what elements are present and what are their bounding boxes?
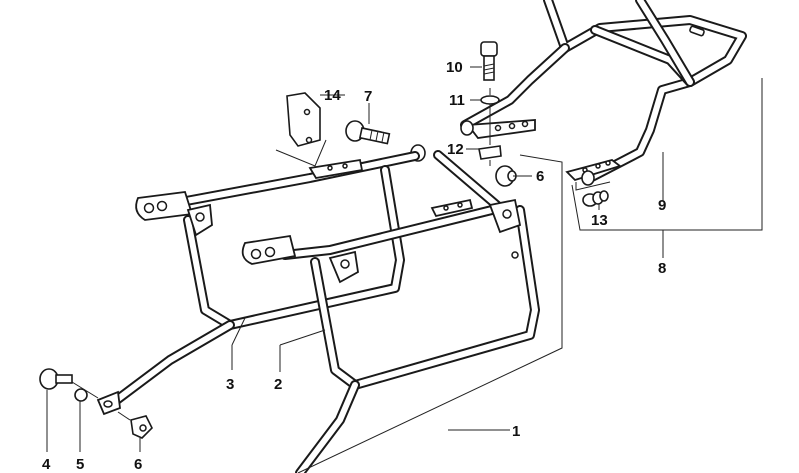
callout-1: 1 <box>512 423 520 440</box>
bolt-7 <box>345 120 391 145</box>
bolt-10 <box>480 41 498 81</box>
callout-12: 12 <box>447 141 464 158</box>
callout-6-bottom: 6 <box>134 456 142 473</box>
callout-2: 2 <box>274 376 282 393</box>
rear-rack-frame <box>460 0 747 186</box>
callout-13: 13 <box>591 212 608 229</box>
pannier-frame-2 <box>241 150 540 473</box>
callout-11: 11 <box>449 92 465 109</box>
washer-5 <box>74 388 88 402</box>
callout-8: 8 <box>658 260 666 277</box>
callout-3: 3 <box>226 376 234 393</box>
bolt-4 <box>39 368 73 390</box>
bracket-14 <box>275 92 327 167</box>
callout-5: 5 <box>76 456 84 473</box>
callout-4: 4 <box>42 456 51 473</box>
nut-6-bottom <box>130 415 153 439</box>
callout-9: 9 <box>658 197 666 214</box>
nut-12 <box>478 145 502 160</box>
callout-7: 7 <box>364 88 372 105</box>
callout-10: 10 <box>446 59 463 76</box>
callout-14: 14 <box>324 87 341 104</box>
leader-lines <box>46 66 763 473</box>
rubber-buffer-13 <box>582 190 609 207</box>
washer-11 <box>480 95 500 105</box>
callout-6-top: 6 <box>536 168 544 185</box>
pannier-frame-3 <box>96 151 420 416</box>
